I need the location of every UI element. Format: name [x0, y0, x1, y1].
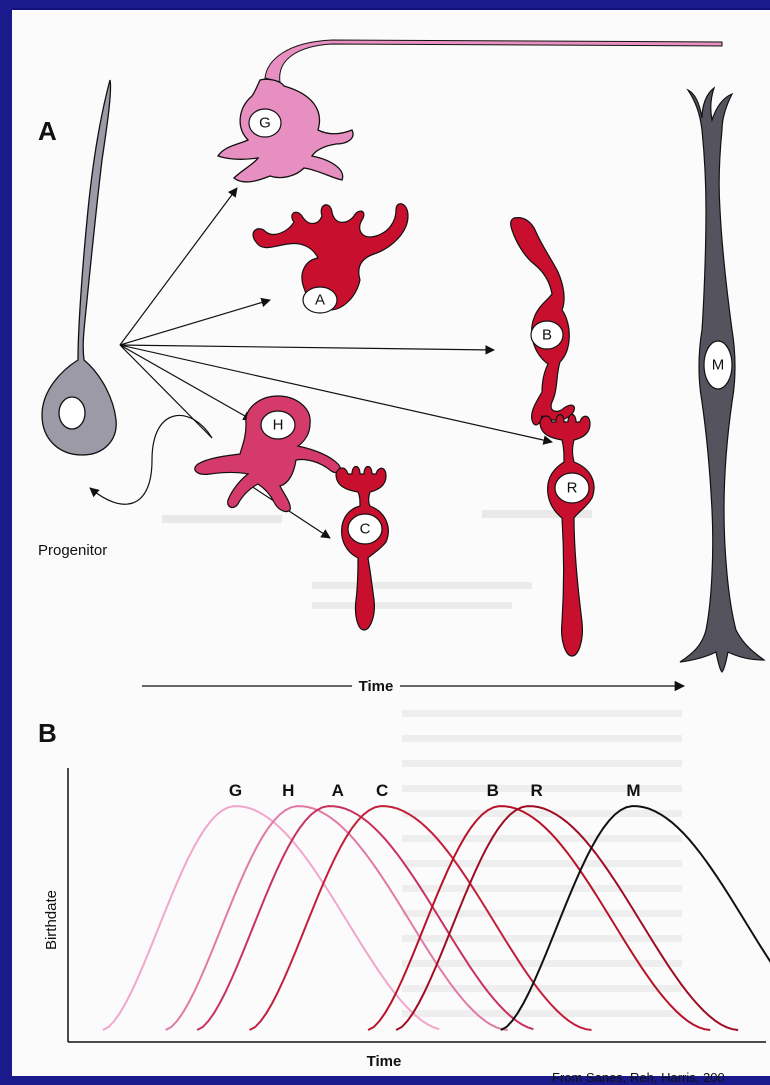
- curve-label-a: A: [332, 781, 344, 800]
- curve-label-h: H: [282, 781, 294, 800]
- panel-b-label: B: [38, 718, 57, 748]
- figure: A Progenitor G A B R: [12, 10, 770, 1076]
- credit-text: From Sanes, Reh, Harris, 200: [552, 1070, 725, 1085]
- curve-label-r: R: [531, 781, 543, 800]
- x-axis-label: Time: [367, 1053, 402, 1070]
- curve-g: [103, 806, 439, 1030]
- panel-a-label: A: [38, 116, 57, 146]
- curve-label-m: M: [626, 781, 640, 800]
- muller-cell: M: [680, 88, 764, 672]
- curve-label-g: G: [229, 781, 242, 800]
- cell-label-c: C: [360, 521, 371, 538]
- time-axis-a: Time: [142, 678, 684, 695]
- curve-label-b: B: [487, 781, 499, 800]
- rod-cell: R: [540, 415, 594, 657]
- time-label-a: Time: [359, 678, 394, 695]
- slide: A Progenitor G A B R: [12, 8, 770, 1076]
- cell-label-m: M: [712, 357, 725, 374]
- cell-label-g: G: [259, 115, 271, 132]
- horizontal-cell: H: [195, 396, 340, 512]
- cell-label-a: A: [315, 292, 325, 309]
- cell-label-b: B: [542, 327, 552, 344]
- progenitor-label: Progenitor: [38, 542, 107, 559]
- curve-label-c: C: [376, 781, 388, 800]
- amacrine-cell: A: [253, 204, 408, 313]
- cell-label-h: H: [273, 417, 284, 434]
- cell-label-r: R: [567, 480, 578, 497]
- bipolar-cell: B: [511, 218, 575, 425]
- y-axis-label: Birthdate: [43, 890, 60, 950]
- ganglion-cell: G: [218, 40, 722, 182]
